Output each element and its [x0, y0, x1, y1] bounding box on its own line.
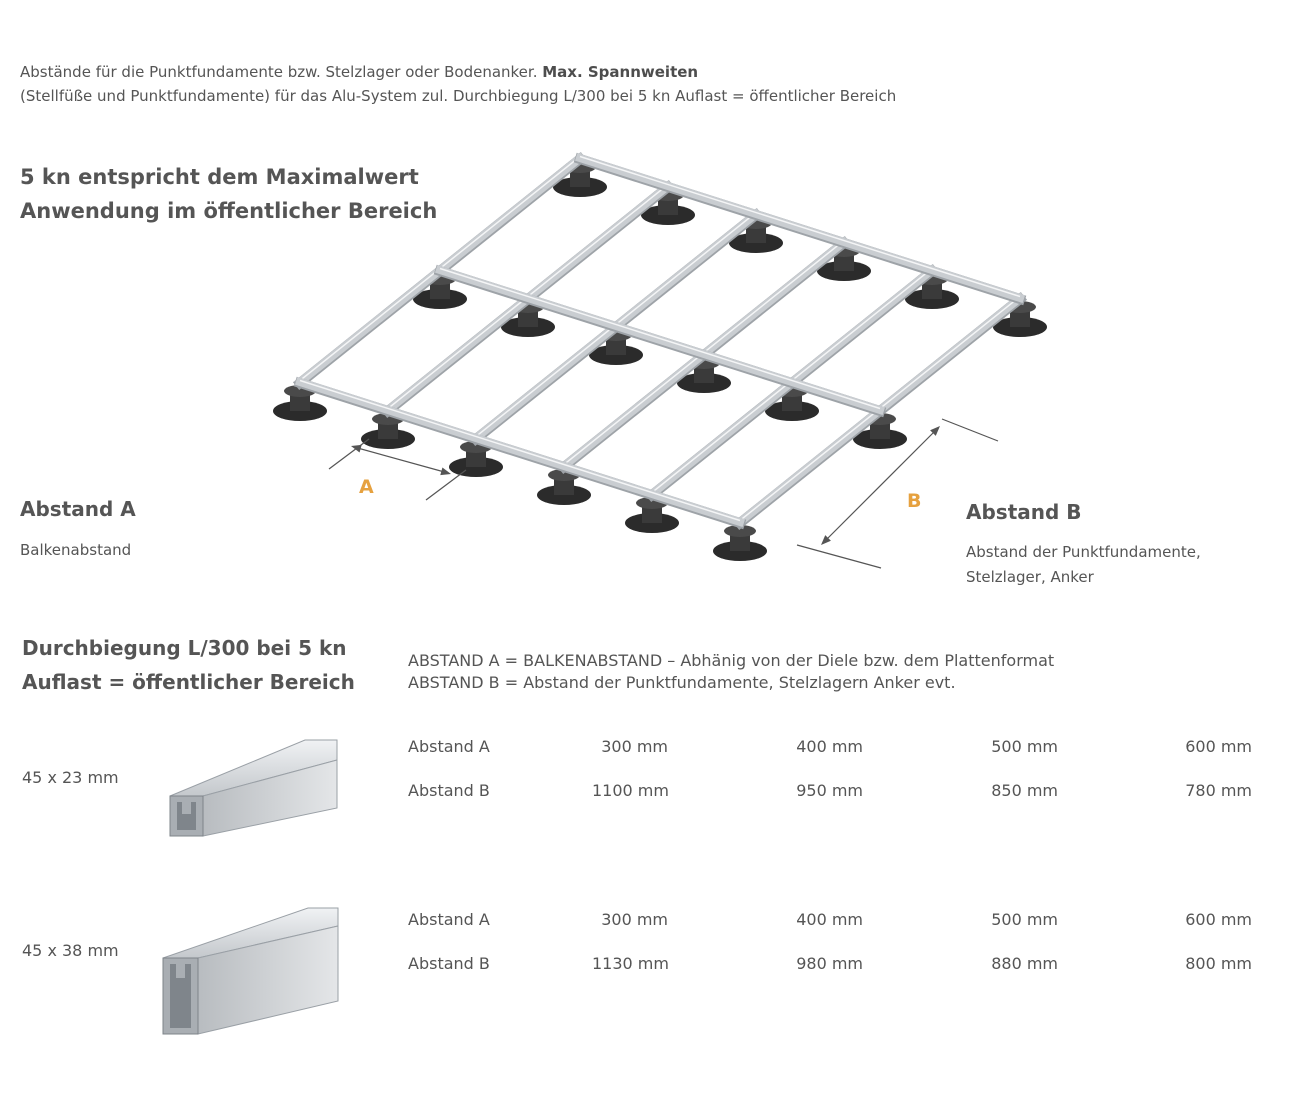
dim-a-extension-right — [425, 469, 467, 501]
profile-size-1: 45 x 23 mm — [22, 768, 119, 787]
dim-a-line — [353, 446, 449, 474]
beam-cross-highlight — [579, 155, 1021, 298]
top-heading: 5 kn entspricht dem Maximalwert Anwendun… — [20, 165, 438, 223]
dim-b-extension-top — [941, 418, 999, 442]
intro-text: Abstände für die Punktfundamente bzw. St… — [20, 60, 896, 108]
label-a: A — [359, 476, 374, 498]
dim-a-arrow-left — [351, 444, 362, 453]
abstand-b-desc: Abstand der Punktfundamente, Stelzlager,… — [966, 543, 1201, 586]
beam-cross-face — [294, 376, 746, 528]
bottom-heading: Durchbiegung L/300 bei 5 kn Auflast = öf… — [22, 636, 355, 694]
intro-line-2: (Stellfüße und Punktfundamente) für das … — [20, 87, 897, 105]
dim-a-extension-left — [328, 438, 370, 470]
dim-b-extension-bottom — [796, 544, 882, 569]
label-b: B — [907, 490, 922, 512]
dim-b-arrow-top — [930, 426, 940, 436]
dim-b-arrow-bottom — [821, 535, 831, 545]
profile-size-2: 45 x 38 mm — [22, 941, 119, 960]
dim-a-arrow-right — [440, 467, 451, 476]
profile-image-38mm — [162, 907, 339, 1035]
beam-cross-highlight — [299, 379, 741, 522]
beam-cross-face — [434, 264, 886, 416]
abstand-info: ABSTAND A = BALKENABSTAND – Abhänig von … — [408, 651, 1055, 692]
intro-line-1: Abstände für die Punktfundamente bzw. St… — [20, 63, 699, 81]
beam-cross-face — [574, 152, 1026, 304]
profile-image-23mm — [169, 739, 338, 837]
abstand-a-title: Abstand A — [20, 497, 136, 521]
dimension-lines — [328, 418, 999, 569]
pedestal-head — [724, 525, 756, 537]
frame-diagram — [273, 151, 1047, 569]
aluminium-beams — [292, 151, 1028, 531]
dim-b-line — [823, 427, 939, 543]
abstand-a-desc: Balkenabstand — [20, 541, 132, 559]
abstand-b-title: Abstand B — [966, 500, 1082, 524]
beam-cross-highlight — [439, 267, 881, 410]
